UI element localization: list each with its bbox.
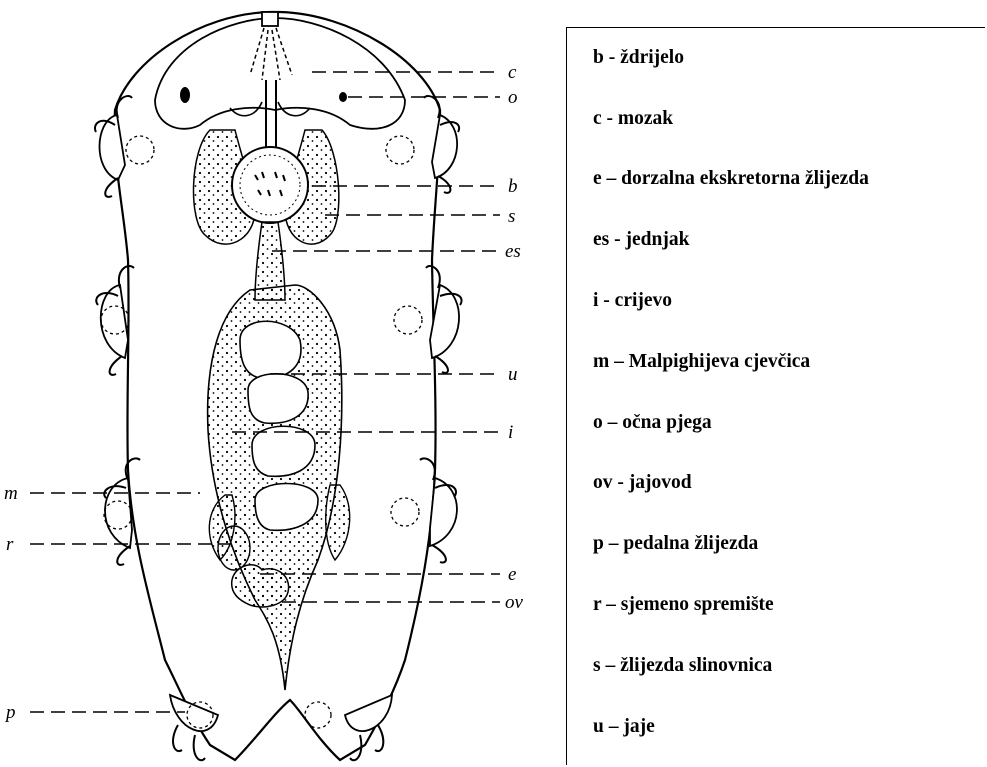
label-i: i	[508, 422, 513, 443]
seminal-receptacle	[218, 526, 250, 570]
tardigrade-diagram: c o b s es u i e ov m r p	[0, 0, 560, 767]
label-es: es	[505, 241, 521, 262]
legend-item-s: s – žlijezda slinovnica	[593, 655, 772, 677]
label-s: s	[508, 206, 515, 227]
label-m: m	[4, 483, 18, 504]
legend-item-e: e – dorzalna ekskretorna žlijezda	[593, 168, 869, 190]
legend-item-m: m – Malpighijeva cjevčica	[593, 351, 810, 373]
legend-box: b - ždrijelo c - mozak e – dorzalna eksk…	[566, 27, 985, 765]
mouth	[262, 12, 278, 26]
legend-item-r: r – sjemeno spremište	[593, 594, 774, 616]
legend-item-i: i - crijevo	[593, 290, 672, 312]
legend-item-u: u – jaje	[593, 716, 655, 738]
legend-item-c: c - mozak	[593, 108, 673, 130]
legend-item-b: b - ždrijelo	[593, 47, 684, 69]
legend-item-p: p – pedalna žlijezda	[593, 533, 758, 555]
legend-item-o: o – očna pjega	[593, 412, 712, 434]
eyespot-right	[339, 92, 347, 102]
label-r: r	[6, 534, 14, 555]
legend-item-ov: ov - jajovod	[593, 472, 692, 494]
label-o: o	[508, 87, 518, 108]
label-u: u	[508, 364, 518, 385]
pharynx	[232, 147, 308, 223]
eyespot-left	[180, 87, 190, 103]
label-c: c	[508, 62, 517, 83]
label-b: b	[508, 176, 518, 197]
label-p: p	[4, 702, 16, 723]
label-e: e	[508, 564, 516, 585]
legend-item-es: es - jednjak	[593, 229, 689, 251]
label-ov: ov	[505, 592, 524, 613]
